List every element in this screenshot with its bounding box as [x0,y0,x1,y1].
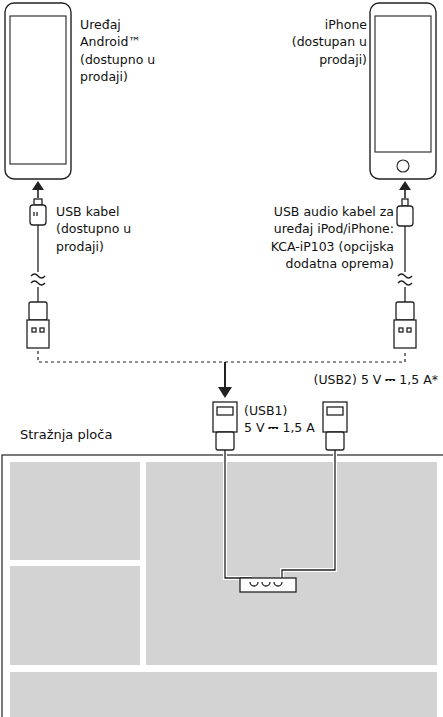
insert-arrow-head [218,387,232,398]
cable-label: USB kabel (dostupno u prodaji) [56,203,156,255]
android-cable [27,181,49,348]
dashed-bracket [38,351,405,362]
usb-sockets [213,402,347,592]
android-phone: Uređaj Android™ (dostupno u prodaji) [4,2,184,182]
iphone: iPhone (dostupan u prodaji) [259,2,439,182]
port-rating: 5 V ⎓ 1,5 A [244,419,324,436]
rear-panel-drawing [2,455,443,717]
device-label: iPhone (dostupan u prodaji) [267,16,367,68]
panel-title: Stražnja ploča [20,426,220,444]
insert-arrow [224,362,226,388]
rear-panel: Stražnja ploča [2,426,443,717]
cable-label: USB audio kabel za uređaj iPod/iPhone: K… [248,203,394,272]
device-label: Uređaj Android™ (dostupno u prodaji) [80,16,184,85]
port-name: (USB1) [244,402,324,419]
port-rating: (USB2) 5 V ⎓ 1,5 A* [230,371,438,388]
iphone-cable [394,181,416,348]
